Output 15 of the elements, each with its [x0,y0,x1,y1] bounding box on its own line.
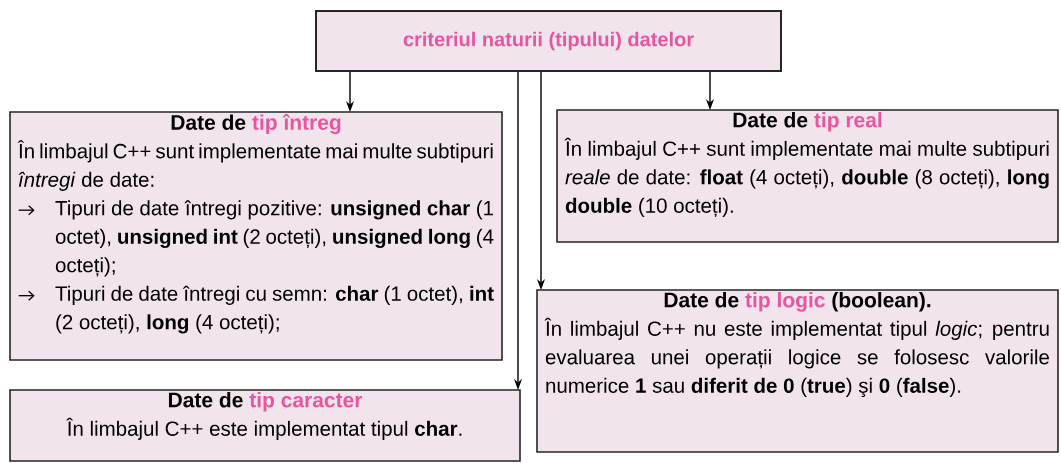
info-box [536,289,1059,453]
bullet-text: Tipuri de date întregi cu semn: char (1 octet), int (2 octeți), long (4 octeți); [55,285,494,334]
box-heading: Date de tip caracter [168,392,363,412]
info-box [556,109,1059,243]
body-text: În limbajul C++ sunt implementate mai multe subtipuri reale de date: float (4 octeți), double (8 octeți), long double (10 octeți). [564,137,1049,218]
body-text: În limbajul C++ nu este implementat tipul logic; pentru evaluarea unei operații logice se folosesc valorile numerice 1 sau diferit de 0 (true) şi 0 (false). [544,317,1049,398]
box-heading: Date de tip întreg [171,114,341,135]
category-box: criteriul naturii (tipului) datelor [315,10,782,72]
body-text: În limbajul C++ sunt implementate mai multe subtipuri întregi de date: [17,140,493,191]
box-heading: Date de tip real [733,112,882,132]
info-box [9,111,503,361]
body-text: În limbajul C++ este implementat tipul char. [66,417,462,440]
bullet-text: Tipuri de date întregi pozitive: unsigned char (1 octet), unsigned int (2 octeți), unsigned long (4 octeți); [55,200,494,277]
info-box [9,389,521,462]
box-heading: Date de tip logic (boolean). [664,292,931,312]
